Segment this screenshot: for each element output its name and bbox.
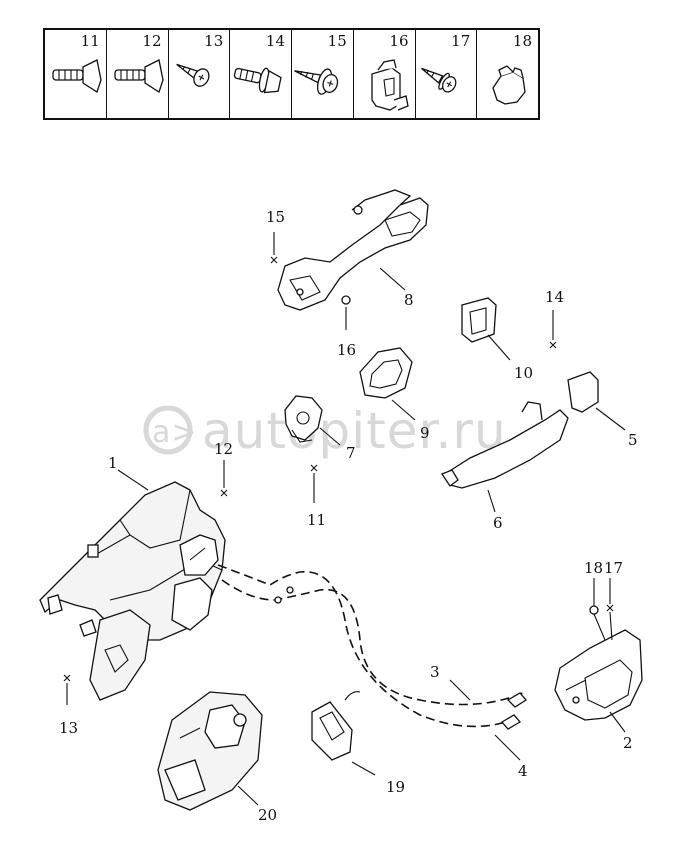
watermark-text: autopiter.ru [202,402,507,460]
legend-number: 15 [327,32,347,50]
part-7-bracket [284,395,323,443]
callout-16: 16 [337,341,356,359]
fastener-legend-table: 11 12 13 14 15 16 17 [43,28,540,120]
flat-head-bolt-icon [52,59,102,93]
callout-15: 15 [266,208,285,226]
callout-18: 18 [584,559,603,577]
callout-12: 12 [214,440,233,458]
part-3-4-cables [217,564,527,730]
legend-number: 12 [142,32,162,50]
legend-cell-15: 15 [292,30,354,118]
callout-20: 20 [258,806,277,824]
legend-number: 13 [204,32,224,50]
callout-10: 10 [514,364,533,382]
part-10-key-cylinder-bezel [461,297,497,343]
flanged-bolt-icon [234,67,282,94]
part-1-door-lock-assembly [39,481,226,701]
part-2-inside-handle [554,629,643,721]
legend-cell-17: 17 [416,30,478,118]
callout-7: 7 [346,444,356,462]
callout-19: 19 [386,778,405,796]
legend-number: 14 [265,32,285,50]
legend-number: 17 [451,32,471,50]
callout-1: 1 [108,454,118,472]
callout-3: 3 [430,663,440,681]
leader-lines [66,232,626,806]
watermark-logo-glyph: a> [152,415,198,450]
part-20-lock-actuator [157,691,263,811]
part-8-handle-frame [277,189,429,311]
legend-number: 18 [512,32,532,50]
legend-cell-18: 18 [477,30,538,118]
callout-labels: 15 8 16 10 14 9 5 7 11 1 12 6 13 3 4 2 1… [59,208,638,824]
callout-2: 2 [623,734,633,752]
legend-cell-16: 16 [354,30,416,118]
legend-cell-14: 14 [230,30,292,118]
callout-6: 6 [493,514,503,532]
legend-cell-11: 11 [45,30,107,118]
washer-screw-icon [294,68,339,95]
part-19-cable-clip [311,691,361,761]
legend-number: 11 [80,32,100,50]
part-5-handle-cap [567,371,599,413]
plug-icon [492,65,526,105]
callout-9: 9 [420,424,430,442]
pan-head-screw-icon [175,63,210,87]
watermark: a> autopiter.ru [143,402,507,460]
legend-number: 16 [389,32,409,50]
callout-17: 17 [604,559,623,577]
callout-8: 8 [404,291,414,309]
callout-11: 11 [307,511,326,529]
callout-14: 14 [545,288,564,306]
flat-head-bolt-icon [114,59,164,93]
callout-13: 13 [59,719,78,737]
callout-4: 4 [518,762,528,780]
tapping-screw-icon [420,67,456,93]
fastener-markers [63,256,614,682]
legend-cell-12: 12 [107,30,169,118]
callout-5: 5 [628,431,638,449]
clip-icon [371,59,409,111]
part-9-gasket [359,347,413,399]
legend-cell-13: 13 [169,30,231,118]
part-6-outside-handle [441,401,569,489]
